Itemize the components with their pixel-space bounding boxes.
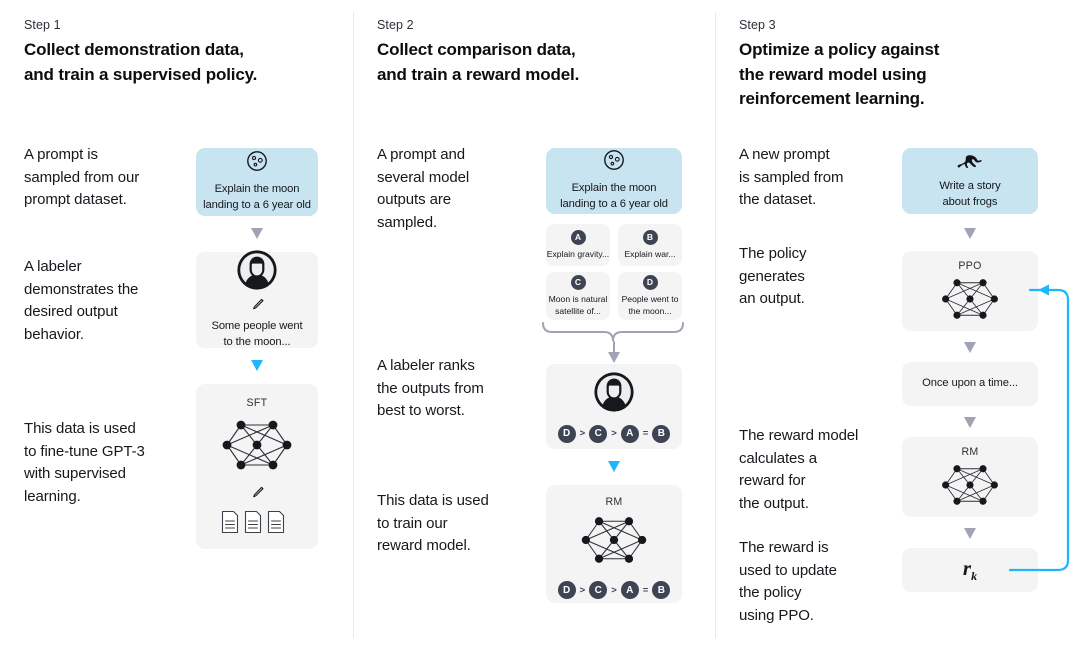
- output-text-c: Moon is natural satellite of...: [548, 293, 608, 316]
- step-1-prompt-text: Explain the moon landing to a 6 year old: [203, 183, 311, 211]
- output-badge-d: D: [642, 274, 658, 290]
- person-avatar-icon: [236, 249, 278, 296]
- step-2-rm-caption: RM: [605, 496, 623, 508]
- pencil-icon: [250, 485, 265, 505]
- step-2-paragraph-3: This data is used to train our reward mo…: [377, 492, 489, 554]
- step-1-title: Collect demonstration data, and train a …: [24, 40, 258, 84]
- step-3-output-text: Once upon a time...: [922, 377, 1018, 390]
- column-divider-2: [715, 12, 716, 638]
- moon-icon: [246, 150, 268, 177]
- step-3-arrow-2: [964, 342, 976, 353]
- step-3-arrow-4: [964, 528, 976, 539]
- rank-badge-c: C: [589, 424, 608, 443]
- rm-rank-badge-a: A: [620, 581, 639, 599]
- step-3-title: Optimize a policy against the reward mod…: [739, 40, 940, 109]
- step-3-label: Step 3: [739, 18, 776, 32]
- step-3-arrow-3: [964, 417, 976, 428]
- step-2-labeler-ranking: D > C > A = B: [557, 424, 671, 443]
- pencil-icon: [250, 297, 265, 317]
- step-3-ppo-card[interactable]: PPO: [902, 251, 1038, 331]
- step-3-paragraph-4: The reward is used to update the policy …: [739, 539, 837, 624]
- step-2-output-card-c[interactable]: C Moon is natural satellite of...: [546, 272, 610, 320]
- step-3-paragraph-1: A new prompt is sampled from the dataset…: [739, 146, 844, 208]
- rm-rank-badge-c: C: [589, 581, 608, 599]
- step-3-prompt-text: Write a story about frogs: [939, 179, 1001, 208]
- output-badge-a: A: [570, 229, 586, 245]
- rm-rank-operator-2: >: [611, 584, 617, 596]
- moon-icon: [603, 149, 625, 176]
- frog-icon: [956, 152, 984, 175]
- step-2-arrow-2: [608, 461, 620, 472]
- step-2-output-card-d[interactable]: D People went to the moon...: [618, 272, 682, 320]
- rm-rank-operator-1: >: [579, 584, 586, 596]
- documents-icon: [219, 509, 295, 540]
- reward-symbol: rk: [962, 555, 978, 584]
- person-avatar-icon: [593, 371, 635, 418]
- step-3-rm-caption: RM: [961, 446, 979, 458]
- step-1-labeler-card[interactable]: Some people went to the moon...: [196, 249, 318, 348]
- step-1-arrow-1: [251, 228, 263, 239]
- rank-badge-a: A: [620, 424, 639, 443]
- step-1-paragraph-3: This data is used to fine-tune GPT-3 wit…: [24, 420, 145, 505]
- step-3-paragraph-3: The reward model calculates a reward for…: [739, 427, 859, 512]
- step-2-paragraph-1: A prompt and several model outputs are s…: [377, 146, 470, 231]
- rm-rank-badge-d: D: [557, 581, 576, 599]
- rm-rank-badge-b: B: [652, 581, 671, 599]
- step-3-prompt-card[interactable]: Write a story about frogs: [902, 148, 1038, 214]
- step-1-prompt-card[interactable]: Explain the moon landing to a 6 year old: [196, 148, 318, 216]
- step-2-prompt-card[interactable]: Explain the moon landing to a 6 year old: [546, 148, 682, 214]
- step-1-sft-caption: SFT: [246, 397, 268, 409]
- step-2-labeler-card[interactable]: D > C > A = B: [546, 364, 682, 449]
- rank-badge-b: B: [652, 424, 671, 443]
- step-2-label: Step 2: [377, 18, 414, 32]
- step-1-sft-card[interactable]: SFT: [196, 384, 318, 549]
- step-2-arrow-1: [608, 352, 620, 363]
- output-badge-c: C: [570, 274, 586, 290]
- output-text-d: People went to the moon...: [621, 293, 679, 316]
- rm-rank-operator-3: =: [642, 584, 649, 596]
- step-1-labeler-text: Some people went to the moon...: [211, 320, 303, 348]
- output-text-b: Explain war...: [624, 248, 676, 259]
- step-2-output-card-b[interactable]: B Explain war...: [618, 224, 682, 266]
- step-3-output-card[interactable]: Once upon a time...: [902, 362, 1038, 406]
- step-1-paragraph-2: A labeler demonstrates the desired outpu…: [24, 258, 139, 343]
- step-1-column: Step 1 Collect demonstration data, and t…: [0, 0, 353, 650]
- rank-badge-d: D: [557, 424, 576, 443]
- step-2-prompt-text: Explain the moon landing to a 6 year old: [560, 182, 668, 210]
- output-badge-b: B: [642, 229, 658, 245]
- step-2-rm-card[interactable]: RM: [546, 485, 682, 603]
- rank-operator-2: >: [611, 428, 617, 439]
- step-1-paragraph-1: A prompt is sampled from our prompt data…: [24, 146, 140, 208]
- step-3-ppo-caption: PPO: [958, 260, 982, 272]
- step-3-paragraph-2: The policy generates an output.: [739, 245, 807, 307]
- step-3-rm-card[interactable]: RM: [902, 437, 1038, 517]
- step-3-reward-card[interactable]: rk: [902, 548, 1038, 592]
- step-2-output-card-a[interactable]: A Explain gravity...: [546, 224, 610, 266]
- neural-network-icon: [219, 413, 295, 482]
- step-2-column: Step 2 Collect comparison data, and trai…: [353, 0, 715, 650]
- step-1-label: Step 1: [24, 18, 61, 32]
- step-3-column: Step 3 Optimize a policy against the rew…: [715, 0, 1080, 650]
- step-2-title: Collect comparison data, and train a rew…: [377, 40, 580, 84]
- neural-network-icon: [937, 273, 1003, 330]
- neural-network-icon: [576, 510, 652, 575]
- output-text-a: Explain gravity...: [546, 248, 610, 259]
- rank-operator-3: =: [642, 428, 649, 439]
- rank-operator-1: >: [579, 428, 586, 439]
- neural-network-icon: [937, 459, 1003, 516]
- step-2-rm-ranking: D > C > A = B: [557, 581, 671, 599]
- step-1-arrow-2: [251, 360, 263, 371]
- step-2-paragraph-2: A labeler ranks the outputs from best to…: [377, 357, 484, 419]
- step-3-arrow-1: [964, 228, 976, 239]
- column-divider-1: [353, 12, 354, 638]
